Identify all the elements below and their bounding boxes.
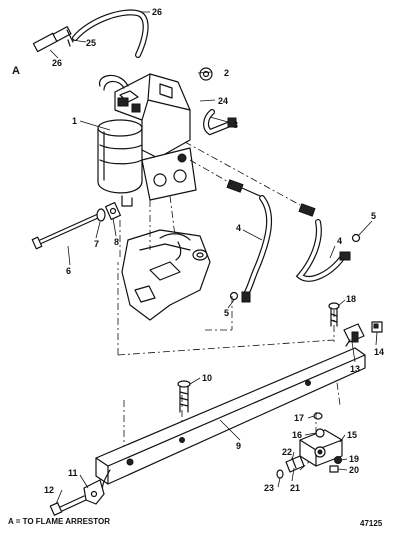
callout-12: 12: [44, 485, 54, 495]
callout-10: 10: [202, 373, 212, 383]
view-letter-a: A: [12, 65, 20, 77]
callout-labels: A 26 25 26 2 24 3 1 4 4 5 5 6 7 8 10 18 …: [12, 7, 384, 495]
callout-4-right: 4: [337, 236, 342, 246]
callout-3: 3: [233, 120, 238, 130]
callout-23: 23: [264, 483, 274, 493]
callout-16: 16: [292, 430, 302, 440]
callout-19: 19: [349, 454, 359, 464]
callout-24: 24: [218, 96, 228, 106]
callout-7: 7: [94, 239, 99, 249]
leader-lines: [49, 11, 378, 505]
callout-1: 1: [72, 116, 77, 126]
callout-14: 14: [374, 347, 384, 357]
callout-5-right: 5: [371, 211, 376, 221]
vapor-separator-tank: [97, 73, 197, 207]
engine-bracket: [121, 229, 211, 321]
callout-22: 22: [282, 447, 292, 457]
callout-25: 25: [86, 38, 96, 48]
callout-15: 15: [347, 430, 357, 440]
callout-18: 18: [346, 294, 356, 304]
callout-9: 9: [236, 441, 241, 451]
callout-2: 2: [224, 68, 229, 78]
callout-4-left: 4: [236, 223, 241, 233]
sensor-13-14: [343, 321, 383, 347]
fuel-hoses: [226, 179, 351, 303]
bolt-18: [328, 302, 340, 327]
drawing-number: 47125: [360, 519, 383, 528]
callout-26-left: 26: [52, 58, 62, 68]
callout-13: 13: [350, 364, 360, 374]
valve-assembly: [276, 412, 343, 479]
callout-21: 21: [290, 483, 300, 493]
through-bolt-set: [31, 201, 122, 250]
breather-hose-assembly: [32, 9, 149, 58]
callout-20: 20: [349, 465, 359, 475]
callout-11: 11: [68, 468, 78, 478]
bracket-11-bolt-12: [49, 479, 105, 516]
bolt-10: [177, 380, 191, 413]
callout-8: 8: [114, 237, 119, 247]
grommet-and-vent-hose: [199, 67, 237, 136]
mounting-rail: [95, 347, 366, 495]
callout-6: 6: [66, 266, 71, 276]
o-rings: [229, 233, 361, 301]
callout-26-top: 26: [152, 7, 162, 17]
callout-5-lower: 5: [224, 308, 229, 318]
callout-17: 17: [294, 413, 304, 423]
footnote: A = TO FLAME ARRESTOR: [8, 517, 110, 526]
